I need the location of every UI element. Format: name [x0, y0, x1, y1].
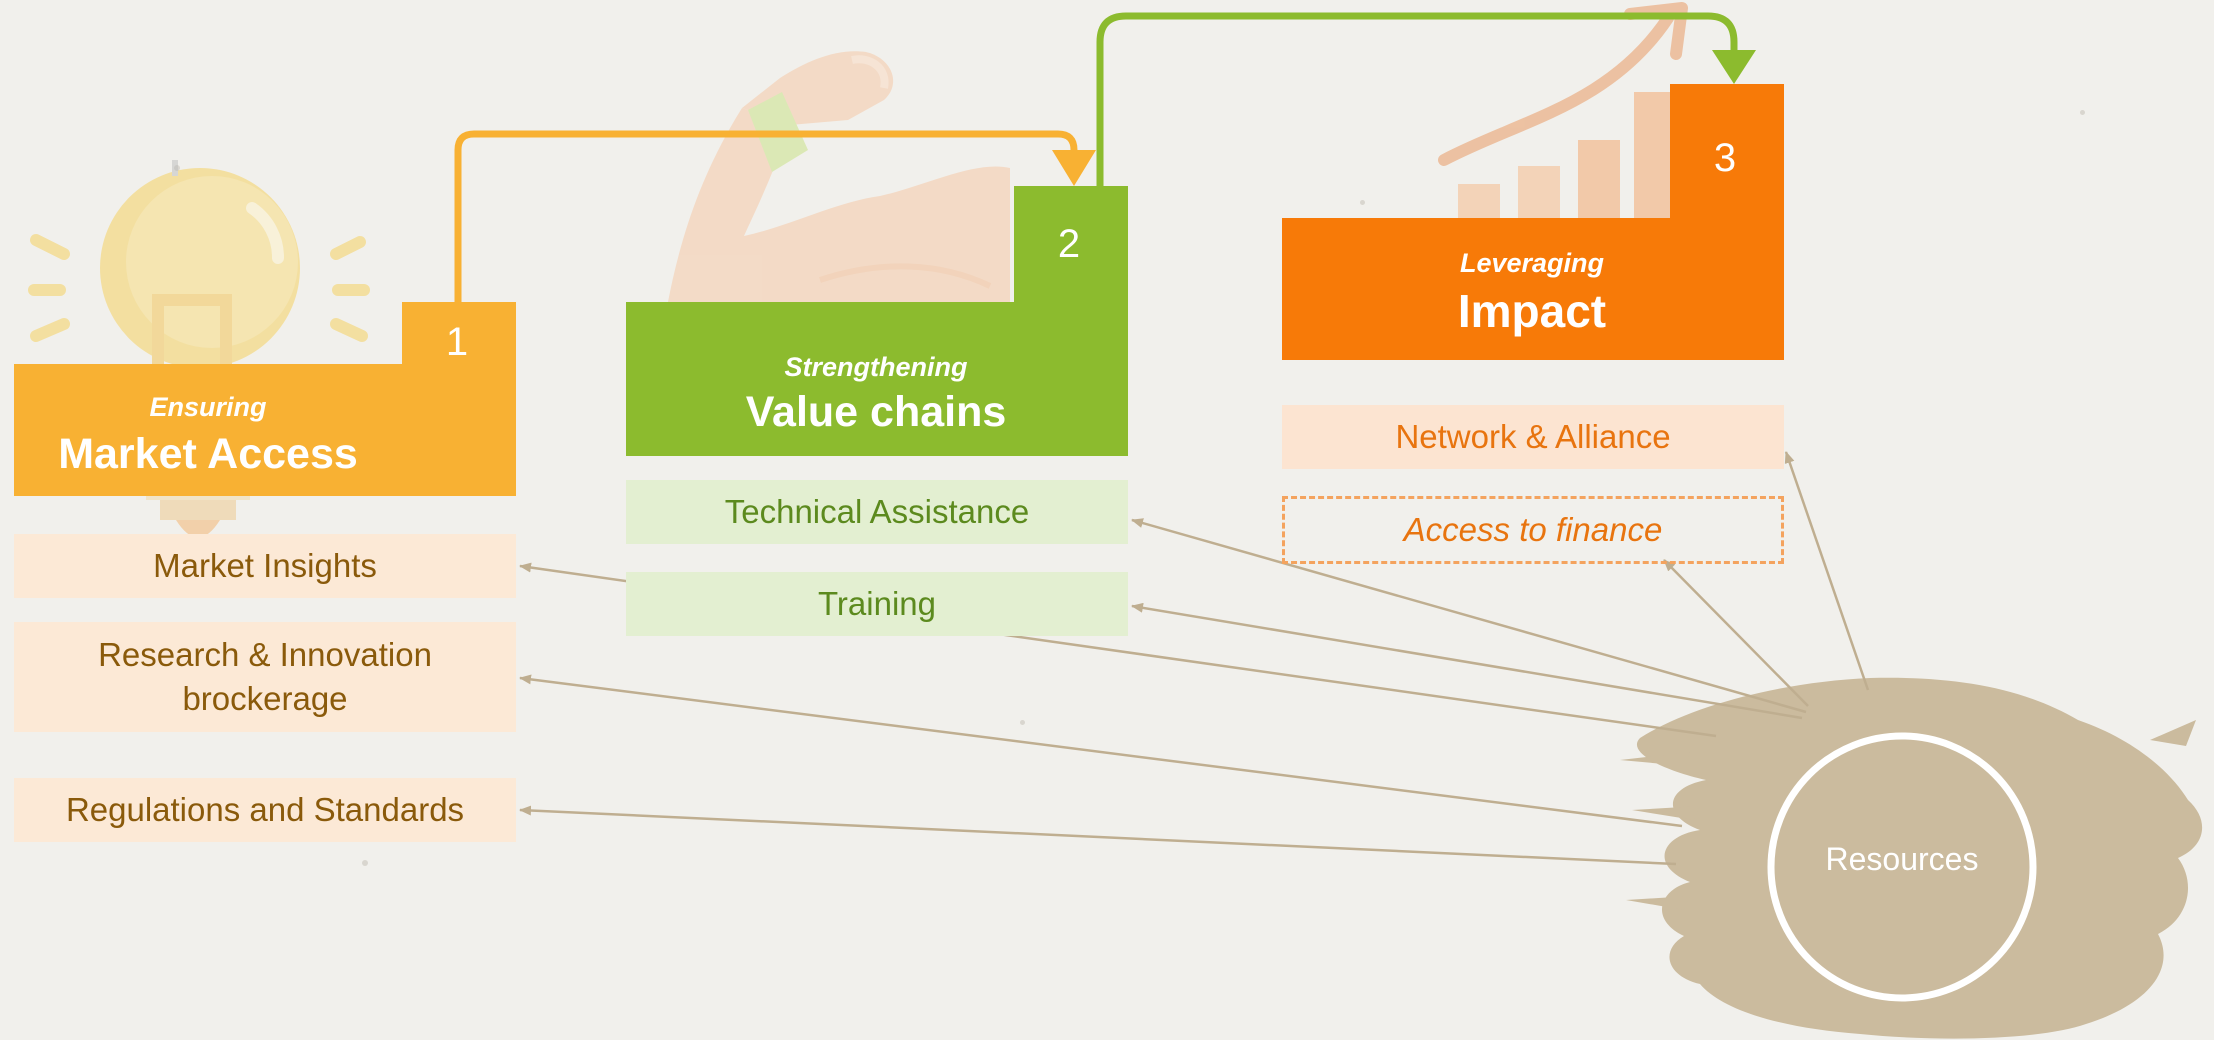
pillar-3-heading: Leveraging Impact: [1282, 240, 1782, 360]
flexed-arm-icon: [668, 51, 1010, 302]
pillar-3-block: [1282, 84, 1784, 360]
connector-regulations: [519, 805, 1677, 866]
pillar-1-label: Ensuring: [149, 392, 267, 422]
connector-research-innovation: [519, 674, 1683, 828]
paper-speck: [1360, 200, 1365, 205]
flow-arrow-2-to-3: [1096, 12, 1738, 186]
paper-speck: [1020, 720, 1025, 725]
connector-technical-assistance: [1131, 518, 1807, 714]
connector-training: [1131, 602, 1803, 720]
item-research-innovation: Research & Innovation brockerage: [14, 622, 516, 732]
pillar-1-block: [14, 302, 516, 496]
pillar-1-number: 1: [445, 320, 469, 364]
flow-arrowhead-2: [1052, 150, 1096, 186]
item-training: Training: [626, 572, 1128, 636]
flow-arrowhead-3: [1712, 50, 1756, 84]
paper-speck: [362, 860, 368, 866]
pillar-2-block: [626, 186, 1128, 456]
resources-label: Resources: [1825, 841, 1979, 877]
pillar-3-number: 3: [1713, 136, 1737, 180]
item-technical-assistance: Technical Assistance: [626, 480, 1128, 544]
pillar-3-label: Leveraging: [1459, 248, 1605, 278]
pillar-2-number: 2: [1057, 222, 1081, 266]
pillar-3-title: Impact: [1457, 285, 1607, 337]
item-access-to-finance: Access to finance: [1282, 496, 1784, 564]
item-market-insights: Market Insights: [14, 534, 516, 598]
connector-access-finance: [1663, 559, 1809, 707]
resources-blob: [1620, 677, 2203, 1039]
pillar-2-label: Strengthening: [784, 352, 968, 382]
pillar-2-heading: Strengthening Value chains: [626, 340, 1126, 456]
growth-chart-icon: [1438, 2, 1688, 254]
flow-arrow-1-to-2: [454, 130, 1078, 302]
resources-ring: [1767, 732, 2037, 1002]
pillar-1-title: Market Access: [58, 430, 358, 478]
pillar-1-heading: Ensuring Market Access: [14, 364, 402, 496]
paper-speck: [2080, 110, 2085, 115]
pillar-2-title: Value chains: [745, 388, 1007, 436]
item-network-alliance: Network & Alliance: [1282, 405, 1784, 469]
connector-network-alliance: [1784, 451, 1870, 691]
item-regulations-standards: Regulations and Standards: [14, 778, 516, 842]
